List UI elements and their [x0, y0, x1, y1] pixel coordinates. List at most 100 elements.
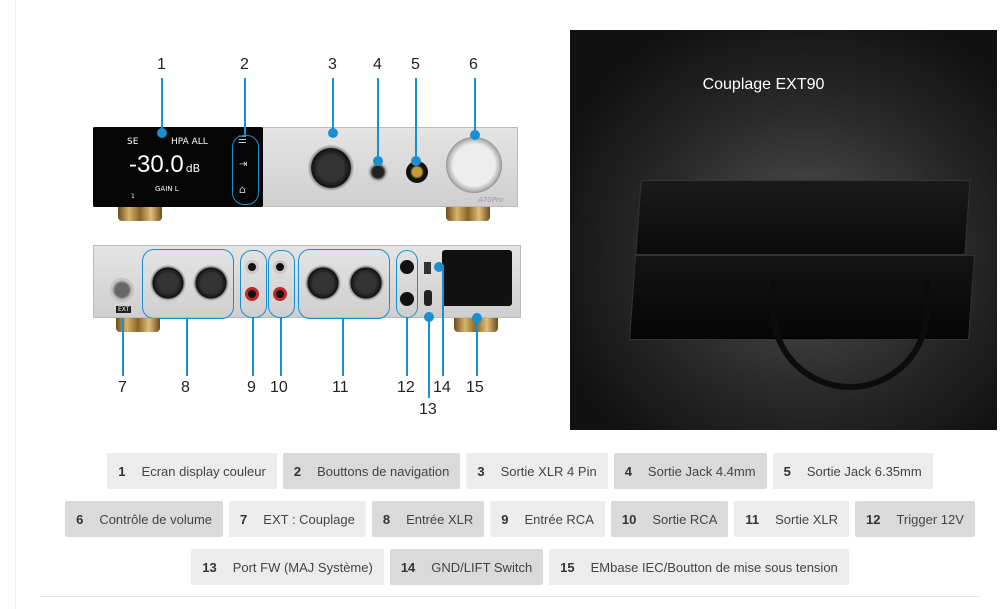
legend-number: 1 [118, 463, 126, 479]
legend-number: 10 [621, 511, 637, 527]
xlr-output-l [305, 265, 341, 301]
legend-label: Ecran display couleur [141, 463, 266, 479]
callout-6: 6 [469, 56, 478, 73]
home-icon[interactable]: ⌂ [239, 183, 246, 196]
ext-label: EXT [116, 306, 132, 313]
ext-connector [110, 278, 134, 302]
leader-line [186, 318, 188, 376]
screen-input: HPA ALL [171, 137, 208, 147]
jack-635-port [406, 161, 428, 183]
legend-item-14[interactable]: 14 GND/LIFT Switch [389, 549, 544, 585]
callout-2: 2 [240, 56, 249, 73]
xlr-input-l [150, 265, 186, 301]
leader-line [161, 78, 163, 130]
screen-mode: SE [127, 137, 139, 147]
input-icon[interactable]: ⇥ [239, 159, 248, 170]
callout-8: 8 [181, 379, 190, 396]
iec-power-inlet [442, 250, 512, 306]
leader-line [415, 78, 417, 158]
legend-item-4[interactable]: 4 Sortie Jack 4.4mm [613, 453, 767, 489]
rca-output-outline [268, 250, 295, 318]
legend-number: 12 [866, 511, 881, 527]
leader-line [442, 265, 444, 376]
callout-dot [328, 128, 338, 138]
xlr-input-outline [142, 249, 234, 319]
trigger-outline [396, 250, 418, 318]
callout-dot [411, 156, 421, 166]
callout-9: 9 [247, 379, 256, 396]
legend-number: 14 [400, 559, 416, 575]
legend-label: Sortie Jack 4.4mm [647, 463, 756, 479]
leader-line [342, 318, 344, 376]
rca-output-l [273, 260, 287, 274]
callout-dot [434, 262, 444, 272]
legend-item-1[interactable]: 1 Ecran display couleur [107, 453, 277, 489]
product-diagram: SE HPA ALL -30.0 dB GAIN L 1 ☰ ⇥ ⌂ A70Pr… [0, 0, 560, 430]
nav-buttons-outline [232, 135, 259, 205]
callout-15: 15 [466, 379, 484, 396]
photo-title: Couplage EXT90 [702, 76, 825, 93]
leader-line [476, 318, 478, 376]
callout-3: 3 [328, 56, 337, 73]
legend-number: 5 [783, 463, 791, 479]
usb-fw-port [424, 290, 432, 306]
xlr-output-outline [298, 249, 390, 319]
volume-knob[interactable] [446, 137, 502, 193]
legend-label: GND/LIFT Switch [431, 559, 533, 575]
divider [40, 596, 980, 597]
front-foot-right [446, 207, 490, 221]
callout-4: 4 [373, 56, 382, 73]
legend-label: Sortie Jack 6.35mm [806, 463, 922, 479]
legend-number: 8 [382, 511, 391, 527]
callout-dot [470, 130, 480, 140]
legend-label: Entrée RCA [524, 511, 594, 527]
xlr-input-r [193, 265, 229, 301]
trigger-jack-1 [400, 260, 414, 274]
callout-12: 12 [397, 379, 415, 396]
callout-dot [424, 312, 434, 322]
volume-readout: -30.0 dB [129, 151, 200, 179]
legend-item-5[interactable]: 5 Sortie Jack 6.35mm [772, 453, 933, 489]
screen-index: 1 [131, 193, 135, 200]
xlr-4pin-port [308, 145, 354, 191]
screen-unit: dB [185, 162, 201, 175]
legend-label: Sortie XLR 4 Pin [500, 463, 597, 479]
callout-7: 7 [118, 379, 127, 396]
legend-number: 11 [745, 511, 760, 527]
coupling-photo: Couplage EXT90 [570, 30, 997, 430]
trigger-jack-2 [400, 292, 414, 306]
leader-line [252, 318, 254, 376]
legend-number: 6 [76, 511, 84, 527]
callout-dot [472, 313, 482, 323]
legend-label: EXT : Couplage [263, 511, 355, 527]
front-foot-left [118, 207, 162, 221]
callout-14: 14 [433, 379, 451, 396]
page-border [15, 0, 16, 609]
leader-line [406, 318, 408, 376]
callout-1: 1 [157, 56, 166, 73]
callout-5: 5 [411, 56, 420, 73]
callout-dot [373, 156, 383, 166]
screen-volume: -30.0 [129, 151, 184, 178]
brand-logo: A70Pro [478, 196, 504, 204]
callout-11: 11 [332, 379, 349, 396]
leader-line [122, 318, 124, 376]
leader-line [332, 78, 334, 130]
rear-foot-left [116, 318, 160, 332]
rca-input-r [245, 287, 259, 301]
leader-line [428, 318, 430, 398]
legend-label: Bouttons de navigation [317, 463, 450, 479]
legend-number: 4 [624, 463, 632, 479]
